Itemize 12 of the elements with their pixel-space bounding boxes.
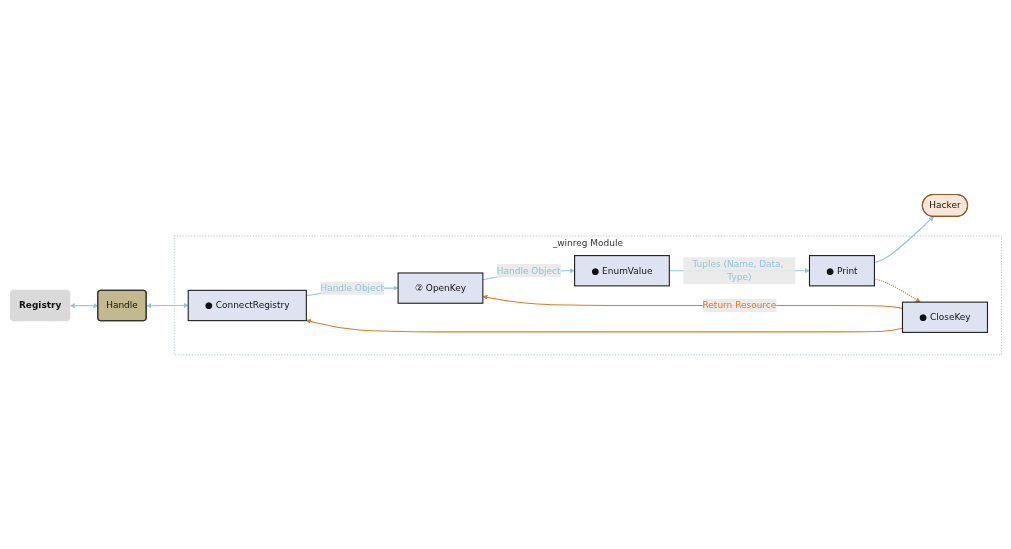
arrow: [69, 303, 98, 308]
edge-label: Return Resource: [702, 299, 776, 311]
arrow: [145, 302, 188, 308]
node-box: ● EnumValue: [573, 254, 670, 287]
edge-label: Tuples (Name, Data, Type): [691, 258, 783, 283]
node-box: ● CloseKey: [901, 301, 988, 333]
node-box: ② OpenKey: [397, 272, 483, 304]
edge-label: Handle Object: [319, 282, 384, 293]
edge-label: Handle Object: [496, 264, 561, 276]
arrow: [873, 216, 934, 263]
node-box: ● Print: [808, 254, 875, 287]
node-box: ● ConnectRegistry: [187, 289, 307, 322]
